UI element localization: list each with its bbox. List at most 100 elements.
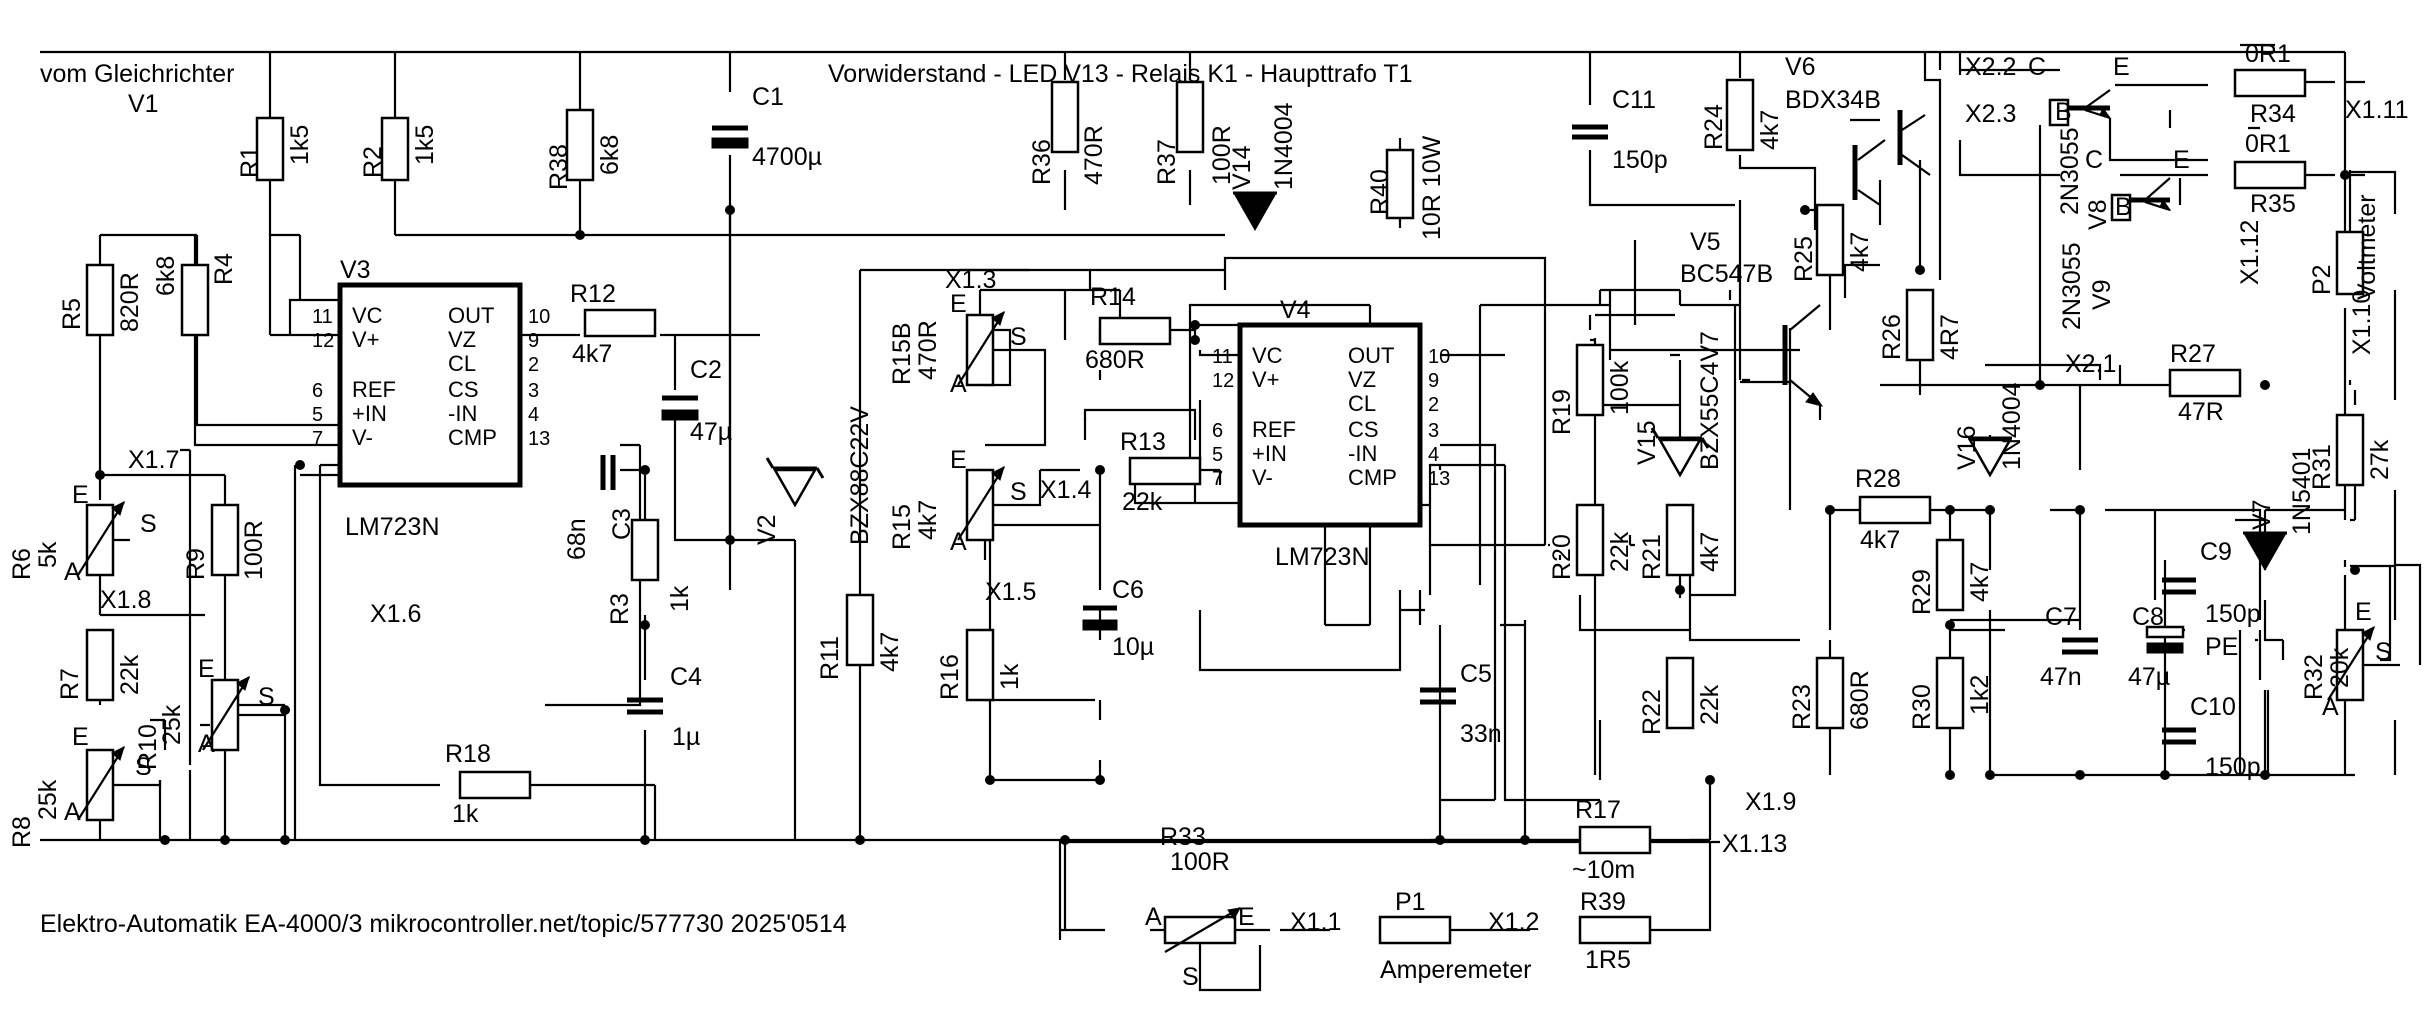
resistor-r12 — [583, 308, 657, 338]
r7-val: 22k — [116, 654, 144, 695]
capacitors — [600, 124, 2196, 745]
v16-ref: V16 — [1953, 426, 1981, 470]
resistor-r28 — [1858, 495, 1932, 525]
r36-val: 470R — [1080, 125, 1108, 185]
pin-r8-e: E — [72, 723, 89, 751]
x1-8: X1.8 — [100, 586, 151, 614]
ic-v4-part: LM723N — [1275, 543, 1370, 571]
labels-ic: V3 LM723N V4 LM723N VC11V+12REF6+IN5V-7O… — [312, 256, 1450, 571]
v15-ref: V15 — [1633, 421, 1661, 465]
ic-v4-ref: V4 — [1280, 296, 1311, 324]
v4-pin-num: 6 — [1212, 420, 1223, 442]
v2-ref: V2 — [753, 514, 781, 545]
r24-ref: R24 — [1700, 104, 1728, 150]
v4-pin-cmp: CMP — [1348, 465, 1397, 490]
v3-pin-in: -IN — [448, 401, 477, 426]
r6-val: 5k — [34, 541, 62, 568]
resistor-r19 — [1575, 343, 1605, 417]
r21-ref: R21 — [1638, 534, 1666, 580]
resistor-r7 — [85, 628, 115, 702]
v4-pin-in: +IN — [1252, 441, 1287, 466]
r17-val: ~10m — [1572, 856, 1635, 884]
r34-val: 0R1 — [2245, 40, 2291, 68]
resistor-r26 — [1905, 288, 1935, 362]
r37-val: 100R — [1208, 125, 1236, 185]
c2-ref: C2 — [690, 356, 722, 384]
c11-val: 150p — [1612, 146, 1668, 174]
r23-val: 680R — [1846, 670, 1874, 730]
pin-v8-c: C — [2028, 53, 2046, 81]
r16-val: 1k — [996, 663, 1024, 690]
r10-ref: R10 — [134, 724, 162, 770]
x1-5: X1.5 — [985, 578, 1036, 606]
v4-pin-num: 7 — [1212, 468, 1223, 490]
v3-pin-ref: REF — [352, 377, 396, 402]
v3-pin-num: 3 — [528, 380, 539, 402]
r2-val: 1k5 — [411, 125, 439, 165]
v3-pin-num: 2 — [528, 354, 539, 376]
resistor-r14 — [1098, 316, 1172, 346]
c6-ref: C6 — [1112, 576, 1144, 604]
x1-6: X1.6 — [370, 600, 421, 628]
resistor-r34 — [2233, 68, 2307, 98]
v14-val: 1N4004 — [1270, 102, 1298, 190]
resistor-r20 — [1575, 503, 1605, 577]
x2-2: X2.2 — [1965, 53, 2016, 81]
v2-val: BZX88C22V — [846, 406, 874, 545]
r4-ref: R4 — [210, 253, 238, 285]
v3-pin-v: V- — [352, 425, 373, 450]
r9-ref: R9 — [182, 548, 210, 580]
trimmers — [77, 311, 2400, 953]
v3-pin-num: 10 — [528, 306, 550, 328]
pin-r15-e: E — [950, 446, 967, 474]
pin-r32-e: E — [2355, 598, 2372, 626]
r29-ref: R29 — [1908, 569, 1936, 615]
labels-connectors: X1.1 X1.2 X1.3 X1.4 X1.5 X1.6 X1.7 X1.8 … — [100, 53, 2408, 936]
r11-ref: R11 — [816, 636, 844, 680]
label-amperemeter: Amperemeter — [1380, 956, 1531, 984]
label-footer: Elektro-Automatik EA-4000/3 mikrocontrol… — [40, 910, 847, 938]
r2-ref: R2 — [359, 146, 387, 178]
resistor-r2 — [380, 116, 410, 182]
r23-ref: R23 — [1788, 684, 1816, 730]
c10-val: 150p — [2205, 753, 2261, 781]
p2-ref: P2 — [2308, 264, 2336, 295]
r1-ref: R1 — [236, 146, 264, 178]
v3-pin-num: 4 — [528, 404, 539, 426]
v9-ref: V9 — [2088, 279, 2116, 310]
resistor-r35 — [2233, 160, 2307, 190]
v4-pin-v: V- — [1252, 465, 1273, 490]
ic-bodies — [337, 282, 1423, 528]
x1-13: X1.13 — [1722, 830, 1787, 858]
ic-v4 — [1237, 322, 1423, 528]
v3-pin-out: OUT — [448, 303, 494, 328]
resistor-r18 — [458, 770, 532, 800]
v4-pin-num: 3 — [1428, 420, 1439, 442]
pin-r10-s: S — [258, 683, 275, 711]
r19-val: 100k — [1606, 360, 1634, 415]
r38-ref: R38 — [545, 144, 573, 190]
resistor-r24 — [1725, 78, 1755, 152]
v4-pin-out: OUT — [1348, 343, 1394, 368]
r40-ref: R40 — [1366, 169, 1394, 215]
v3-pin-num: 9 — [528, 330, 539, 352]
v4-pin-num: 10 — [1428, 346, 1450, 368]
v4-pin-num: 5 — [1212, 444, 1223, 466]
v3-pin-cmp: CMP — [448, 425, 497, 450]
v4-pin-num: 11 — [1212, 346, 1233, 368]
r6-ref: R6 — [8, 548, 36, 580]
label-pe: PE — [2205, 633, 2238, 661]
r35-ref: R35 — [2250, 190, 2296, 218]
transistors — [1782, 89, 2172, 420]
r15-val: 4k7 — [914, 500, 942, 540]
r14-val: 680R — [1085, 346, 1145, 374]
pin-r10-a: A — [198, 730, 215, 758]
c4-val: 1µ — [672, 723, 700, 751]
r28-ref: R28 — [1855, 465, 1901, 493]
resistor-r23 — [1815, 656, 1845, 730]
r24-val: 4k7 — [1756, 110, 1784, 150]
c5-ref: C5 — [1460, 660, 1492, 688]
r33-val: 100R — [1170, 848, 1230, 876]
r10-val: 25k — [158, 704, 186, 745]
